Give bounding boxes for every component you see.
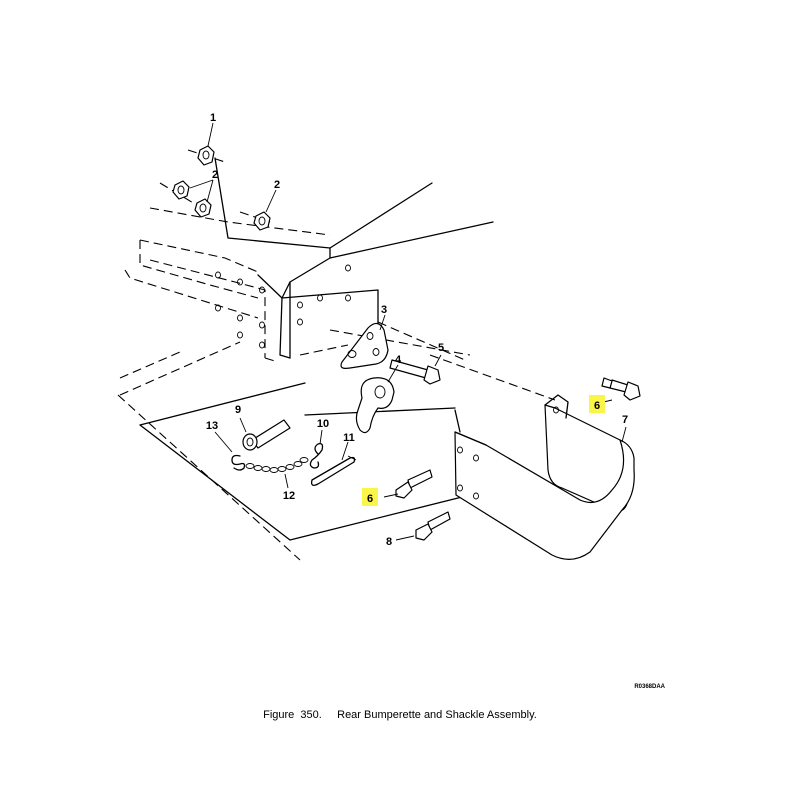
- frame-hidden-lines: [119, 207, 471, 396]
- callout-12: 12: [283, 490, 295, 502]
- callout-11: 11: [343, 432, 355, 444]
- callout-2-right: 2: [274, 179, 280, 191]
- nut-item-2-b: [194, 198, 212, 218]
- callout-13: 13: [206, 420, 218, 432]
- callout-7: 7: [622, 414, 628, 426]
- callout-3: 3: [381, 304, 387, 316]
- nut-item-1: [197, 145, 215, 166]
- callout-5: 5: [438, 342, 444, 354]
- callout-9: 9: [235, 404, 241, 416]
- callout-2-left: 2: [212, 169, 218, 181]
- bolt-item-6-upper: [601, 377, 641, 401]
- callout-4: 4: [395, 354, 402, 366]
- s-hook-item-10: [309, 442, 324, 469]
- shackle-hook-item-4: [355, 377, 395, 434]
- bolt-item-5: [389, 359, 441, 385]
- callout-10: 10: [317, 418, 329, 430]
- s-link-item-13: [231, 454, 246, 471]
- callout-8: 8: [386, 536, 392, 548]
- figure-title: Rear Bumperette and Shackle Assembly.: [337, 709, 537, 721]
- cotter-pin-item-11: [310, 455, 357, 486]
- bolt-item-6-lower: [395, 469, 433, 499]
- callout-6-lower: 6: [367, 493, 373, 505]
- figure-number: Figure 350.: [263, 709, 322, 721]
- nut-item-2-a: [172, 180, 190, 200]
- frame-mounting-holes: [215, 264, 351, 349]
- highlight-6-lower: [362, 488, 378, 506]
- chain-item-12: [245, 457, 309, 473]
- bumperette-item-7: [454, 394, 635, 560]
- frame-rail: [214, 157, 494, 359]
- drawing-code: R0368DAA: [634, 684, 665, 690]
- highlight-6-upper: [589, 395, 605, 413]
- bolt-item-8: [415, 511, 451, 541]
- shackle-bracket-item-3: [340, 322, 389, 369]
- callout-1: 1: [210, 112, 216, 124]
- parts-tray: [139, 382, 471, 541]
- nut-item-2-c: [253, 211, 271, 231]
- figure-caption: Figure 350. Rear Bumperette and Shackle …: [0, 709, 800, 721]
- callout-labels: 1 2 2 3 4 5 6 6 7 8 9 10 11 12 13: [206, 112, 628, 548]
- pin-item-9: [242, 419, 291, 451]
- callout-6-upper: 6: [594, 400, 600, 412]
